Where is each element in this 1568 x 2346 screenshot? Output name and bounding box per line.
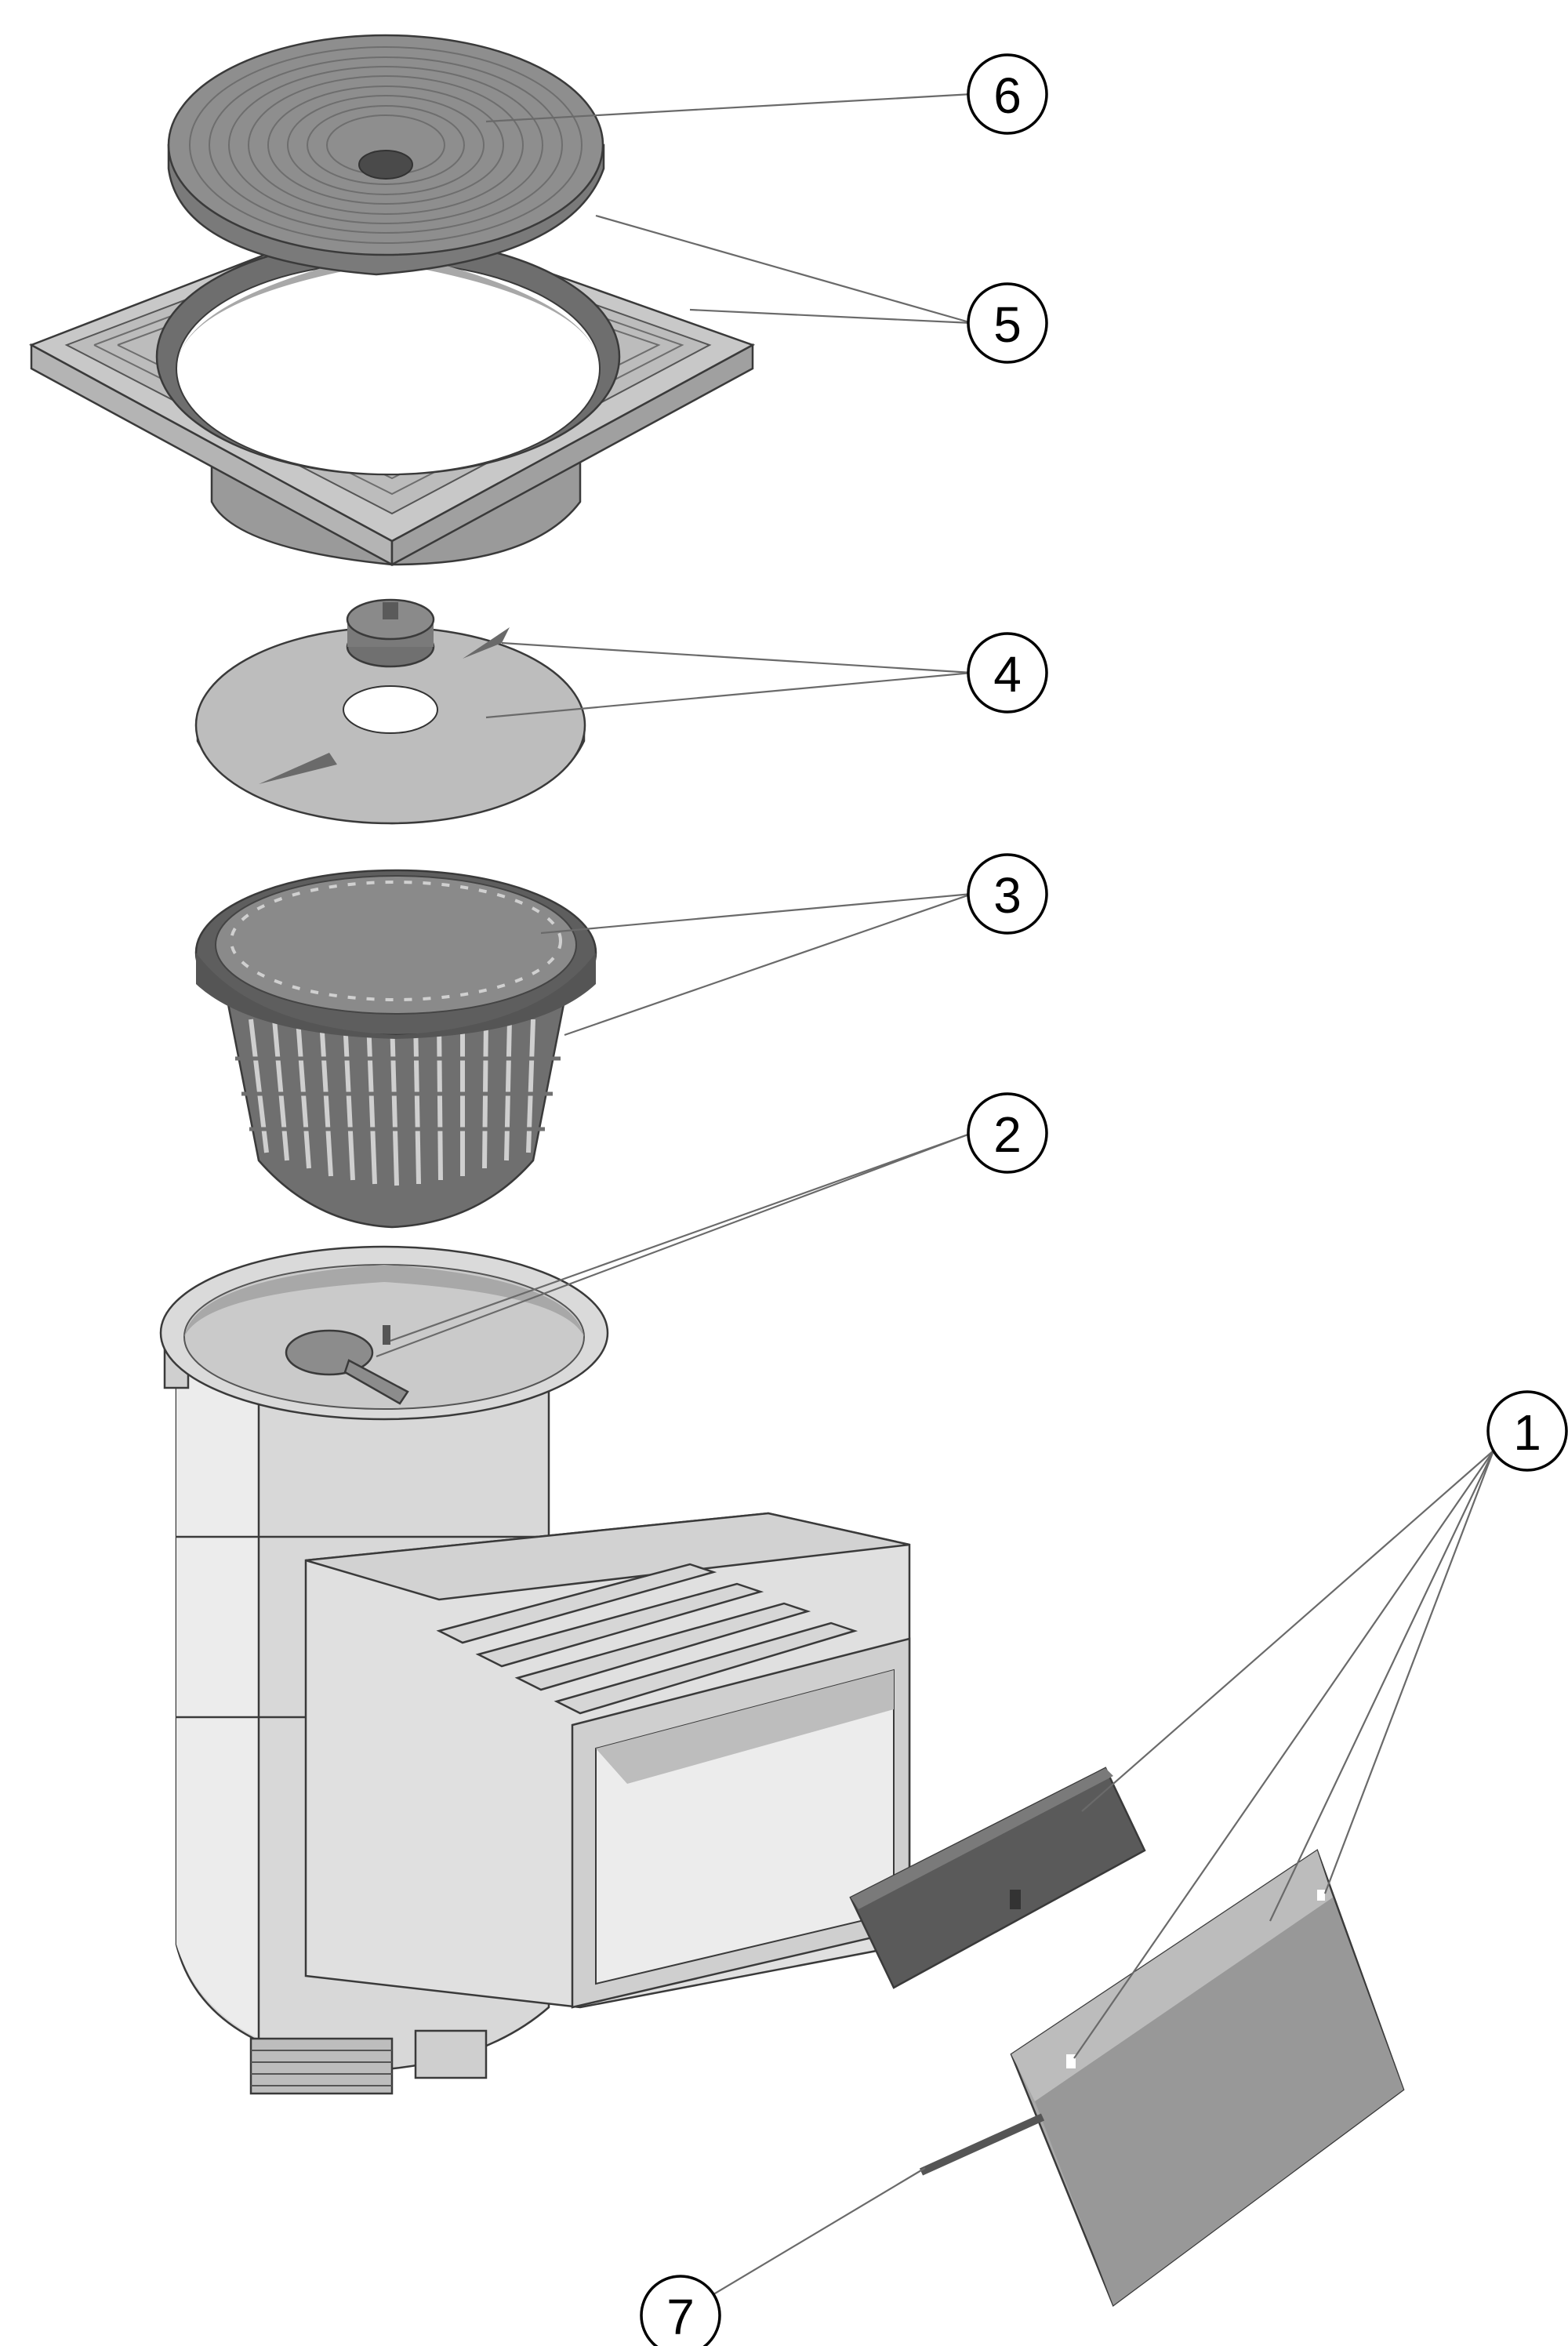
skimmer-body xyxy=(159,1245,911,2095)
part-1-weir-door xyxy=(919,1849,1405,2307)
part-1-dark-flap xyxy=(849,1767,1146,1989)
callout-2-label: 2 xyxy=(993,1106,1022,1163)
part-5-frame-collar xyxy=(29,210,756,567)
callout-6-label: 6 xyxy=(993,67,1022,124)
callout-6: 6 xyxy=(967,53,1048,135)
callout-2: 2 xyxy=(967,1092,1048,1174)
callout-7-label: 7 xyxy=(666,2289,695,2345)
part-7-rod xyxy=(919,2113,1045,2176)
part-6-round-lid xyxy=(167,34,605,276)
leader-lines xyxy=(376,93,1495,2314)
part-3-basket xyxy=(194,869,597,1229)
callout-1-label: 1 xyxy=(1513,1404,1541,1461)
callout-3: 3 xyxy=(967,853,1048,935)
callout-5-label: 5 xyxy=(993,296,1022,353)
callout-4: 4 xyxy=(967,632,1048,714)
callout-4-label: 4 xyxy=(993,646,1022,703)
callout-3-label: 3 xyxy=(993,867,1022,924)
part-4-disc-plate xyxy=(194,598,586,825)
callout-5: 5 xyxy=(967,282,1048,364)
callout-7: 7 xyxy=(640,2275,721,2346)
callout-1: 1 xyxy=(1486,1390,1568,1472)
